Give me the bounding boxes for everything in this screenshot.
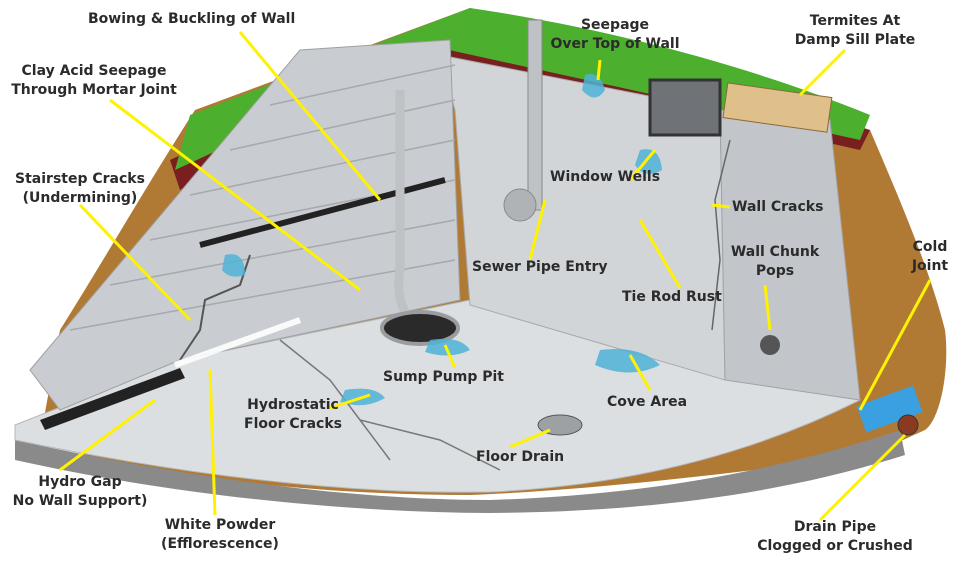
label-tie-rod: Tie Rod Rust (622, 289, 722, 305)
label-sewer-pipe: Sewer Pipe Entry (472, 259, 608, 275)
sill-plate (722, 82, 833, 133)
label-drain-line1: Drain Pipe (793, 519, 877, 535)
label-drain-line2: Clogged or Crushed (757, 538, 913, 554)
gravel-base (15, 430, 905, 513)
label-hydro-gap: Hydro Gap No Wall Support) (0, 473, 160, 511)
label-hydro-line2: Floor Cracks (244, 416, 342, 432)
label-seepage: Seepage Over Top of Wall (540, 16, 690, 54)
label-termites: Termites At Damp Sill Plate (775, 12, 935, 50)
label-stairstep: Stairstep Cracks (Undermining) (0, 170, 160, 208)
label-sump-pit: Sump Pump Pit (383, 369, 504, 385)
sewer-pipe-elbow (503, 188, 537, 222)
label-stairstep-line1: Stairstep Cracks (15, 171, 145, 187)
label-white-powder: White Powder (Efflorescence) (140, 516, 300, 554)
label-hydrostatic: Hydrostatic Floor Cracks (228, 396, 358, 434)
label-clay-line2: Through Mortar Joint (11, 82, 177, 98)
label-floor-drain: Floor Drain (476, 449, 565, 465)
drain-pipe (856, 385, 923, 433)
sump-pit (380, 310, 460, 346)
label-gap-line1: Hydro Gap (38, 474, 122, 490)
wall-crack (711, 139, 731, 331)
label-hydro-line1: Hydrostatic (247, 397, 339, 413)
label-cold-line1: Cold (912, 239, 948, 255)
label-white-line1: White Powder (164, 517, 276, 533)
label-cove-area: Cove Area (607, 394, 688, 410)
efflorescence (173, 317, 302, 368)
label-window-wells: Window Wells (550, 169, 661, 185)
label-wall-chunk-line1: Wall Chunk (730, 244, 820, 260)
label-termites-line1: Termites At (809, 13, 901, 29)
label-bowing: Bowing & Buckling of Wall (88, 11, 296, 27)
label-wall-chunk-line2: Pops (755, 263, 795, 279)
callout-lines (59, 31, 932, 522)
label-wall-cracks: Wall Cracks (732, 199, 824, 215)
label-cold-line2: Joint (911, 258, 949, 274)
label-gap-line2: No Wall Support) (12, 493, 148, 509)
label-white-line2: (Efflorescence) (161, 536, 279, 552)
label-drain-pipe: Drain Pipe Clogged or Crushed (715, 518, 955, 556)
hydro-gap-strip (40, 368, 185, 430)
drain-pipe-end (897, 414, 919, 436)
label-seepage-line2: Over Top of Wall (550, 36, 680, 52)
label-stairstep-line2: (Undermining) (22, 190, 138, 206)
label-cold-joint: Cold Joint (900, 238, 960, 276)
label-seepage-line1: Seepage (580, 17, 650, 33)
wall-chunk (760, 335, 780, 355)
label-wall-chunk: Wall Chunk Pops (715, 243, 835, 281)
label-termites-line2: Damp Sill Plate (794, 32, 916, 48)
label-clay-acid: Clay Acid Seepage Through Mortar Joint (0, 62, 188, 100)
window-well (648, 78, 722, 137)
label-clay-line1: Clay Acid Seepage (21, 63, 167, 79)
